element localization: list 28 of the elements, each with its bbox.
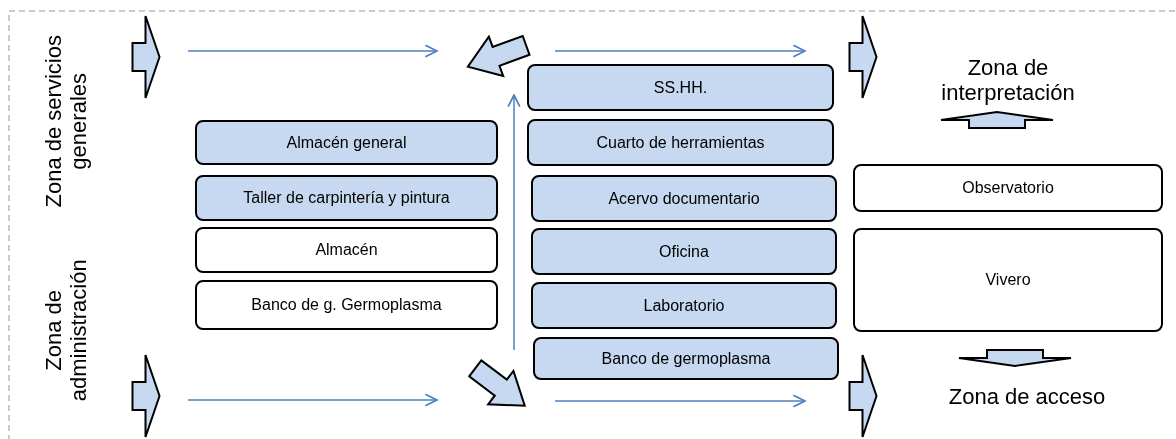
room-label: Cuarto de herramientas (596, 133, 765, 152)
room-label: Oficina (659, 242, 709, 261)
room-label: Almacén general (286, 133, 407, 152)
room-box (533, 337, 839, 380)
room-box (527, 119, 834, 166)
room-box (195, 175, 498, 221)
room-label: Taller de carpintería y pintura (243, 189, 450, 207)
room-box (853, 228, 1163, 332)
zone-label: Zona de interpretación (940, 55, 1076, 106)
zone-label: Zona de acceso (947, 384, 1107, 410)
room-label: Vivero (985, 271, 1031, 289)
room-label: Banco de germoplasma (601, 349, 771, 368)
zone-label: Zona de administración (40, 258, 92, 404)
room-box (531, 228, 837, 275)
room-box (531, 282, 837, 329)
room-box (195, 120, 498, 165)
room-box (527, 64, 834, 111)
room-box (195, 227, 498, 273)
room-box (195, 280, 498, 330)
room-label: Almacén (315, 241, 378, 259)
room-label: Banco de g. Germoplasma (251, 296, 442, 314)
room-label: Laboratorio (643, 296, 725, 315)
room-box (853, 164, 1163, 212)
room-box (531, 175, 837, 222)
zone-label: Zona de servicios generales (40, 34, 92, 210)
room-label: Acervo documentario (608, 189, 760, 208)
room-label: SS.HH. (653, 78, 708, 97)
room-label: Observatorio (962, 179, 1054, 197)
